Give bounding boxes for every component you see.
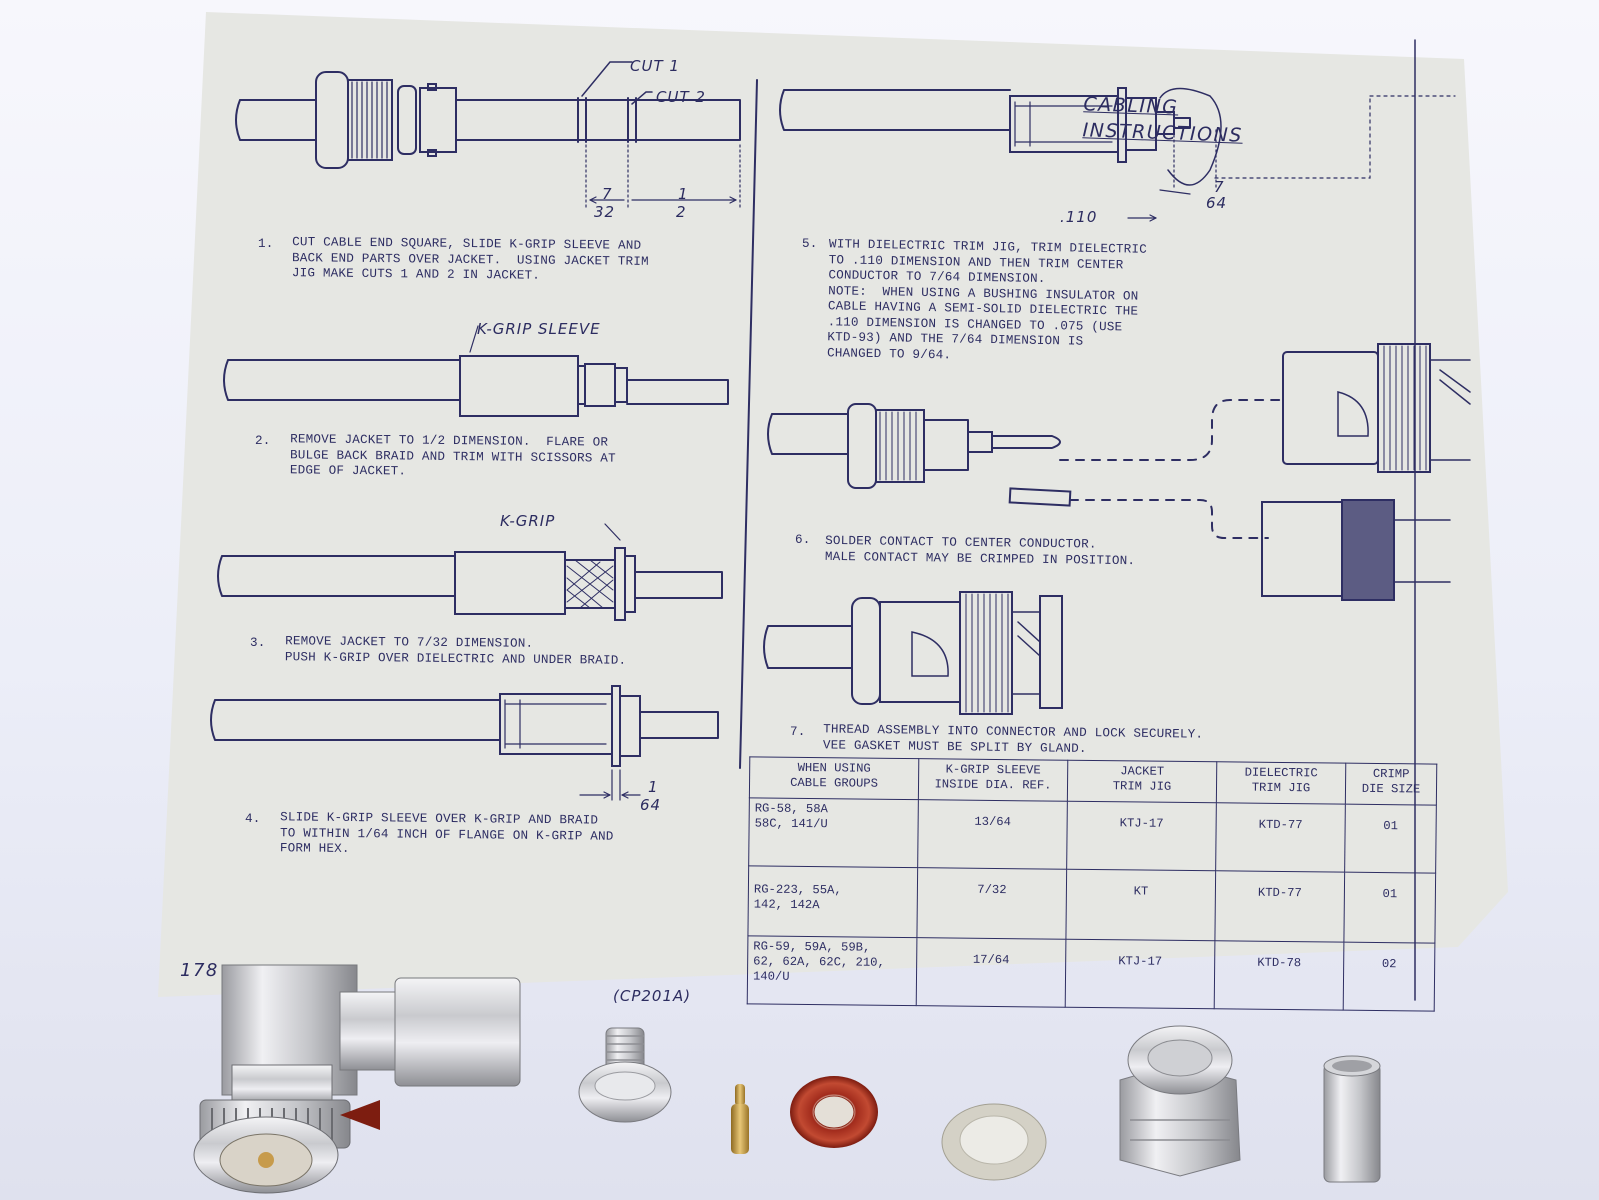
k-grip-label: K-GRIP [500, 512, 556, 530]
step-3-number: 3. [250, 636, 266, 650]
step-2-number: 2. [255, 434, 271, 448]
k-grip-sleeve-label: K-GRIP SLEEVE [477, 320, 601, 338]
seven-64-numerator: 7 [1214, 178, 1225, 196]
drawing-step-7 [763, 591, 1063, 715]
red-vee-gasket [790, 1076, 878, 1148]
drawing-step-4 [210, 685, 719, 801]
washer [941, 1103, 1047, 1181]
part-code: (CP201A) [613, 987, 692, 1005]
one-64-numerator: 1 [648, 778, 659, 796]
right-angle-bnc-connector [193, 964, 521, 1194]
crimp-sleeve [1323, 1055, 1381, 1183]
hex-nut-gland [1119, 1025, 1241, 1177]
step-6-number: 6. [795, 533, 811, 547]
cut-2-label: CUT 2 [656, 88, 706, 106]
step-4-number: 4. [245, 812, 261, 826]
center-contact-pin [731, 1084, 749, 1154]
seven-32-numerator: 7 [602, 185, 613, 203]
half-numerator: 1 [678, 185, 689, 203]
step-1-number: 1. [258, 237, 274, 251]
drawing-step-6 [767, 343, 1471, 601]
drawing-step-2 [223, 325, 729, 417]
dim-110-label: .110 [1060, 208, 1098, 226]
one-64-denominator: 64 [640, 796, 662, 814]
page-number: 178 [180, 960, 219, 981]
drawing-step-1 [235, 61, 741, 211]
seven-64-denominator: 64 [1206, 194, 1228, 212]
half-denominator: 2 [676, 203, 687, 221]
seven-32-denominator: 32 [594, 203, 616, 221]
k-grip-insert [578, 1027, 672, 1123]
step-5-number: 5. [802, 237, 818, 251]
step-7-number: 7. [790, 725, 806, 739]
cut-1-label: CUT 1 [630, 57, 680, 75]
drawing-step-3 [217, 523, 723, 621]
instruction-sheet [158, 12, 1508, 997]
center-divider-line [739, 79, 758, 769]
